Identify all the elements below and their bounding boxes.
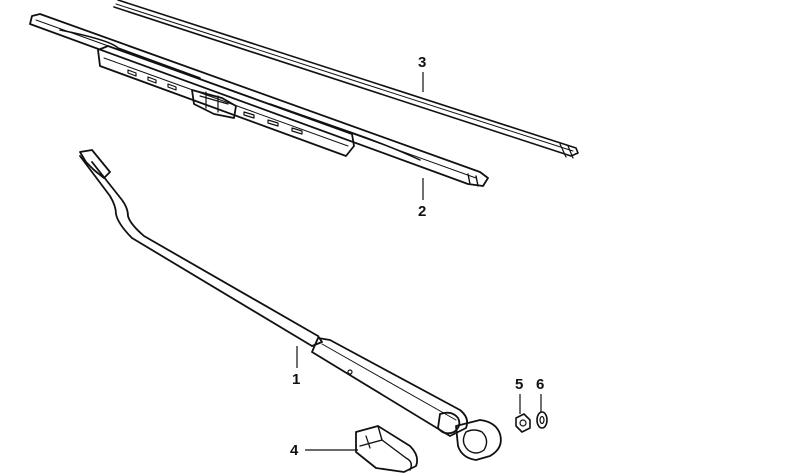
callout-label-3: 3 xyxy=(418,54,427,71)
callout-label-1: 1 xyxy=(292,371,301,388)
callout-label-2: 2 xyxy=(418,203,427,220)
callout-label-6: 6 xyxy=(536,376,545,393)
wiper-refill-part xyxy=(113,0,579,159)
callout-label-4: 4 xyxy=(290,442,299,459)
leader-lines xyxy=(296,72,542,451)
wiper-blade-part xyxy=(29,13,489,187)
hex-nut-part xyxy=(515,413,531,433)
wiper-cap-part xyxy=(355,425,419,473)
washer-part xyxy=(536,411,548,429)
wiper-arm-part xyxy=(79,149,502,461)
callout-label-5: 5 xyxy=(515,376,524,393)
